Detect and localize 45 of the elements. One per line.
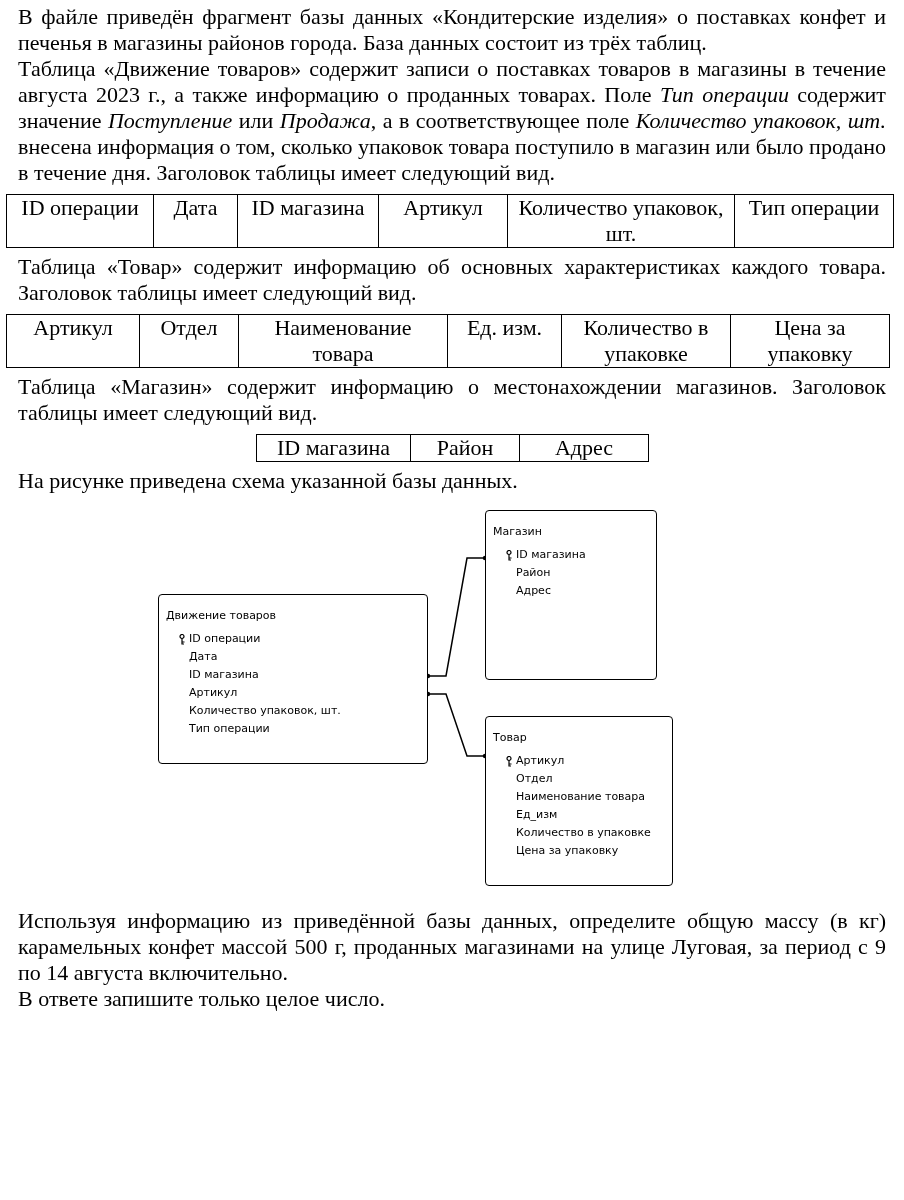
field-name: ID магазина (189, 668, 259, 681)
table-title: Движение товаров (166, 609, 277, 622)
field-name: Адрес (516, 584, 551, 597)
field-name: ID операции (189, 632, 261, 645)
header-cell: Ед. изм. (447, 314, 562, 368)
header-cell: Артикул (6, 314, 140, 368)
field-name: ID магазина (516, 548, 586, 561)
header-cell: ID операции (6, 194, 154, 248)
field-name: Район (516, 566, 551, 579)
header-cell: Дата (153, 194, 238, 248)
paragraph: На рисунке приведена схема указанной базы данных. (18, 468, 519, 494)
header-cell: Цена за упаковку (730, 314, 890, 368)
header-cell: Артикул (378, 194, 508, 248)
paragraph: Используя информацию из приведённой базы данных, определите общую массу (в кг) карамельных конфет массой 500 г, проданных магазинами на улице Луговая, за период с 9 по 14 августа включительно. (18, 908, 886, 986)
table-title: Товар (493, 731, 527, 744)
table-box (485, 510, 657, 680)
header-cell: Количество упаковок, шт. (507, 194, 735, 248)
paragraph: В файле приведён фрагмент базы данных «Кондитерские изделия» о поставках конфет и печенья в магазины районов города. База данных состоит из трёх таблиц. (18, 4, 886, 56)
header-cell: Адрес (519, 434, 649, 462)
paragraph: В ответе запишите только целое число. (18, 986, 386, 1012)
table-box (158, 594, 428, 764)
field-name: Ед_изм (516, 808, 558, 821)
paragraph: Таблица «Движение товаров» содержит записи о поставках товаров в магазины в течение августа 2023 г., а также информацию о проданных товарах. Поле Тип операции содержит значение Поступление или Продажа, а в соответствующее поле Количество упаковок, шт. внесена информация о том, сколько упаковок товара поступило в магазин или было продано в течение дня. Заголовок таблицы имеет следующий вид. (18, 56, 886, 186)
header-cell: Отдел (139, 314, 239, 368)
field-name: Наименование товара (516, 790, 646, 803)
table-title: Магазин (493, 525, 542, 538)
field-name: Количество упаковок, шт. (189, 704, 341, 717)
paragraph: Таблица «Товар» содержит информацию об основных характеристиках каждого товара. Заголовок таблицы имеет следующий вид. (18, 254, 886, 306)
field-name: Цена за упаковку (516, 844, 619, 857)
header-cell: Район (410, 434, 520, 462)
table-box (485, 716, 673, 886)
field-name: Дата (189, 650, 218, 663)
paragraph: Таблица «Магазин» содержит информацию о местонахождении магазинов. Заголовок таблицы имеет следующий вид. (18, 374, 886, 426)
header-cell: ID магазина (256, 434, 411, 462)
relationship-line (425, 691, 488, 759)
header-cell: ID магазина (237, 194, 379, 248)
header-cell: Тип операции (734, 194, 894, 248)
field-name: Количество в упаковке (516, 826, 651, 839)
relationship-line (425, 555, 488, 679)
header-cell: Наименование товара (238, 314, 448, 368)
field-name: Артикул (189, 686, 238, 699)
field-name: Отдел (516, 772, 553, 785)
field-name: Тип операции (189, 722, 270, 735)
field-name: Артикул (516, 754, 565, 767)
header-cell: Количество в упаковке (561, 314, 731, 368)
